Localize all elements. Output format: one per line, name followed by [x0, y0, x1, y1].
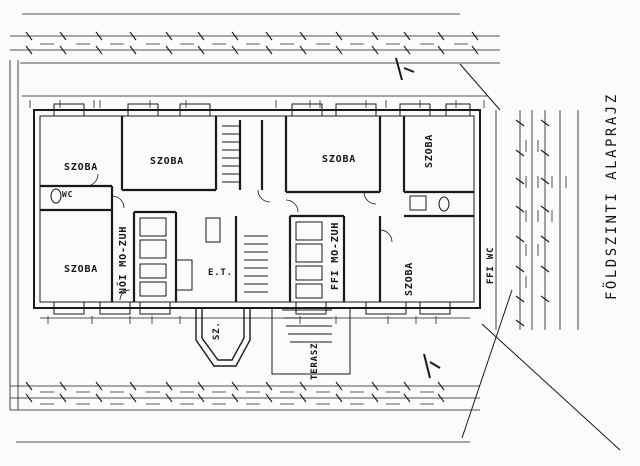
stairs — [222, 125, 332, 343]
bottom-dimension-lines — [10, 317, 480, 443]
room-label-et: E.T. — [208, 268, 233, 278]
site-boundary — [459, 63, 621, 451]
top-dimension-lines — [10, 13, 500, 97]
room-label-szoba-ne: SZOBA — [322, 154, 357, 165]
room-label-ffi-mo-zuh: FFI MO-ZUH — [330, 221, 341, 290]
interior-walls — [40, 116, 474, 302]
room-label-noi-mo-zuh: NŐI MO-ZUH — [118, 225, 129, 294]
room-label-szoba-sw: SZOBA — [64, 264, 99, 275]
window-marks — [53, 103, 471, 315]
room-label-szoba-nw: SZOBA — [64, 162, 99, 173]
room-label-szoba-e: SZOBA — [424, 133, 435, 168]
room-label-szoba-nc: SZOBA — [150, 156, 185, 167]
room-label-ffi-wc: FFI WC — [486, 246, 496, 284]
dimension-text-marks — [29, 43, 567, 405]
right-dimension-lines — [495, 110, 579, 330]
room-label-sz: SZ. — [212, 321, 222, 340]
terrace-outline — [271, 308, 351, 375]
left-dimension-lines — [9, 60, 19, 410]
room-label-szoba-se: SZOBA — [404, 261, 415, 296]
door-swings — [85, 173, 393, 301]
room-label-wc-west: WC — [62, 190, 74, 199]
dimension-ticks — [25, 31, 550, 403]
room-label-terasz: TERASZ — [310, 342, 320, 380]
entrance-bay — [195, 308, 251, 367]
sanitary-fixtures — [50, 188, 450, 299]
drawing-title: FÖLDSZINTI ALAPRAJZ — [604, 92, 620, 300]
section-line — [395, 57, 441, 379]
